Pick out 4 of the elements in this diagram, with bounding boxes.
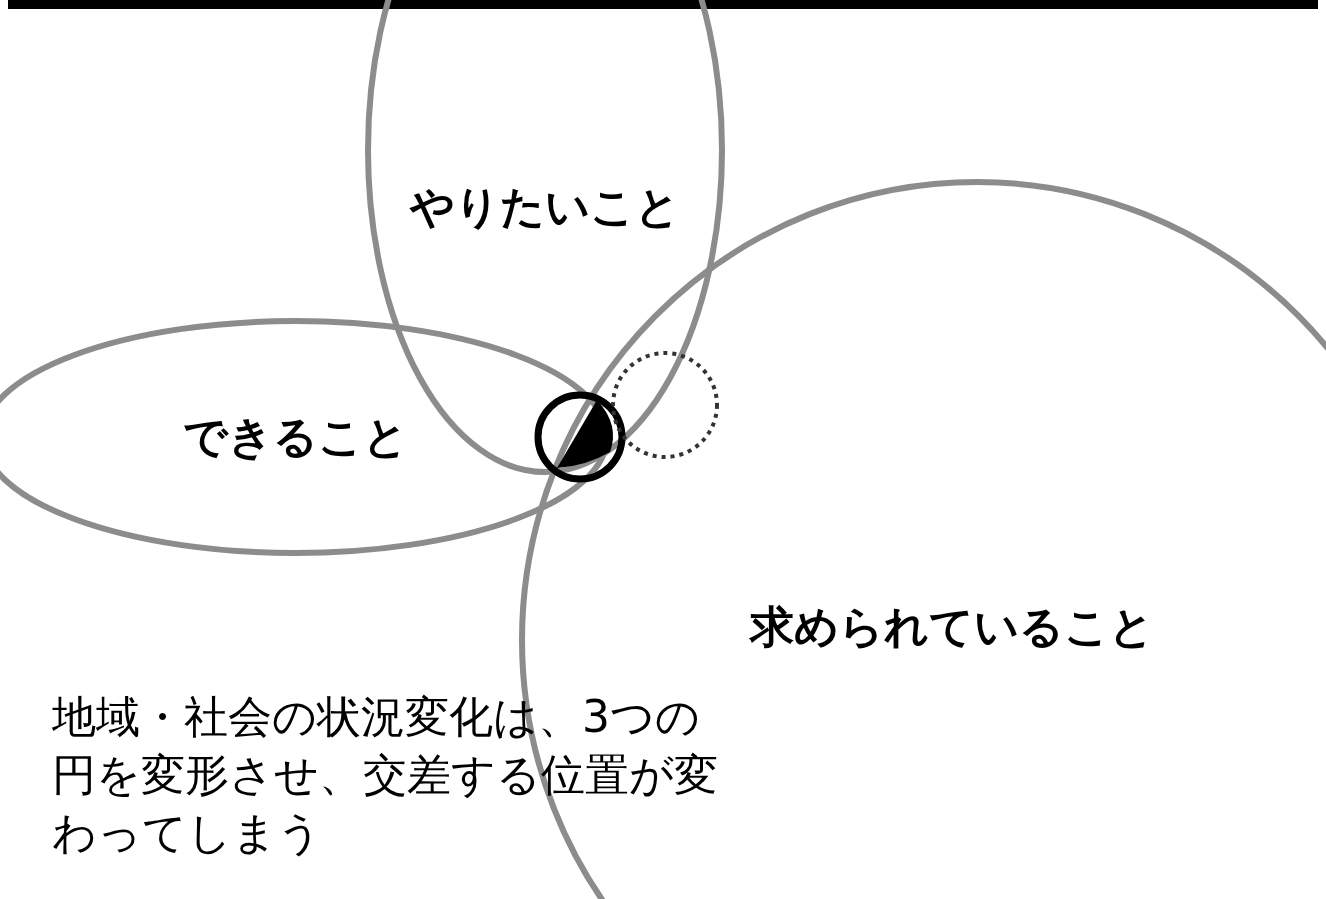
caption-text: 地域・社会の状況変化は、3つの円を変形させ、交差する位置が変わってしまう [52,690,719,860]
circle-label: 求められていること [750,599,1154,654]
circle-label: やりたいこと [410,179,680,234]
circle-label: できること [182,409,408,464]
